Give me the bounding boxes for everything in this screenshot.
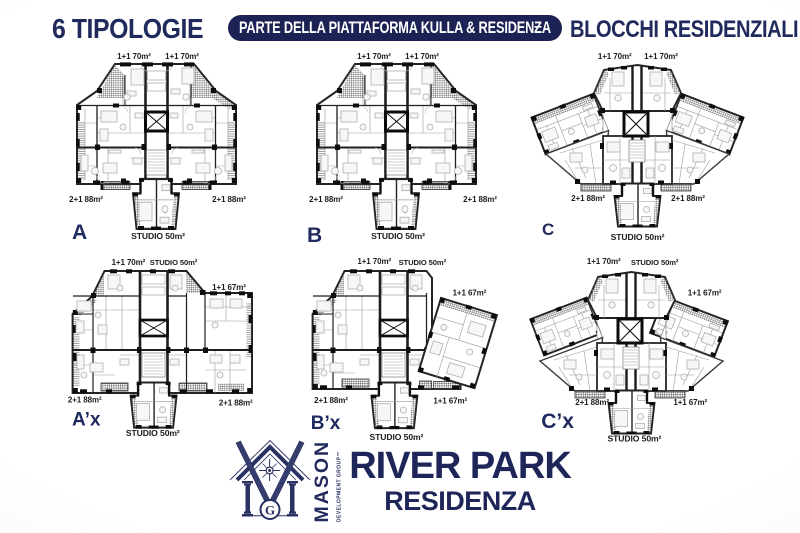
svg-text:STUDIO 50m²: STUDIO 50m² xyxy=(150,258,198,267)
svg-text:C’x: C’x xyxy=(541,410,574,433)
svg-text:1+1 67m²: 1+1 67m² xyxy=(673,398,707,407)
svg-text:1+1 70m²: 1+1 70m² xyxy=(405,52,439,61)
svg-text:STUDIO 50m²: STUDIO 50m² xyxy=(126,428,180,438)
svg-text:2+1 88m²: 2+1 88m² xyxy=(671,194,705,203)
svg-text:1+1 70m²: 1+1 70m² xyxy=(117,52,151,61)
svg-text:1+1 70m²: 1+1 70m² xyxy=(587,257,621,266)
svg-text:A’x: A’x xyxy=(72,410,101,431)
svg-text:STUDIO 50m²: STUDIO 50m² xyxy=(369,432,423,442)
svg-text:1+1 67m²: 1+1 67m² xyxy=(433,397,467,406)
svg-text:2+1 88m²: 2+1 88m² xyxy=(314,396,348,405)
svg-text:2+1 88m²: 2+1 88m² xyxy=(571,194,605,203)
svg-text:1+1 70m²: 1+1 70m² xyxy=(357,52,391,61)
svg-text:STUDIO 50m²: STUDIO 50m² xyxy=(611,232,665,242)
svg-text:STUDIO 50m²: STUDIO 50m² xyxy=(399,258,447,267)
svg-text:G: G xyxy=(265,503,275,518)
svg-text:2+1 88m²: 2+1 88m² xyxy=(69,195,103,204)
svg-text:C: C xyxy=(542,220,554,239)
svg-text:1+1 70m²: 1+1 70m² xyxy=(165,52,199,61)
svg-text:1+1 70m²: 1+1 70m² xyxy=(112,258,146,267)
svg-text:STUDIO 50m²: STUDIO 50m² xyxy=(371,231,425,241)
svg-text:STUDIO 50m²: STUDIO 50m² xyxy=(131,231,185,241)
svg-text:1+1 70m²: 1+1 70m² xyxy=(357,257,391,266)
svg-text:2+1 88m²: 2+1 88m² xyxy=(68,396,102,405)
svg-text:1+1 67m²: 1+1 67m² xyxy=(688,289,722,298)
svg-text:2+1 88m²: 2+1 88m² xyxy=(212,195,246,204)
svg-text:1+1 67m²: 1+1 67m² xyxy=(453,289,487,298)
svg-text:STUDIO 50m²: STUDIO 50m² xyxy=(631,258,679,267)
svg-text:2+1 88m²: 2+1 88m² xyxy=(575,398,609,407)
svg-text:A: A xyxy=(72,221,87,244)
svg-text:2+1 88m²: 2+1 88m² xyxy=(463,195,497,204)
svg-text:MASON: MASON xyxy=(312,440,333,523)
svg-text:1+1 70m²: 1+1 70m² xyxy=(644,52,678,61)
svg-text:DEVELOPMENT GROUP™: DEVELOPMENT GROUP™ xyxy=(337,451,343,522)
svg-text:2+1 88m²: 2+1 88m² xyxy=(309,195,343,204)
svg-text:1+1 70m²: 1+1 70m² xyxy=(598,52,632,61)
svg-text:B’x: B’x xyxy=(311,413,341,434)
svg-text:B: B xyxy=(307,224,322,247)
svg-text:2+1 88m²: 2+1 88m² xyxy=(219,399,253,408)
svg-text:1+1 67m²: 1+1 67m² xyxy=(212,283,246,292)
svg-text:STUDIO 50m²: STUDIO 50m² xyxy=(607,434,661,444)
